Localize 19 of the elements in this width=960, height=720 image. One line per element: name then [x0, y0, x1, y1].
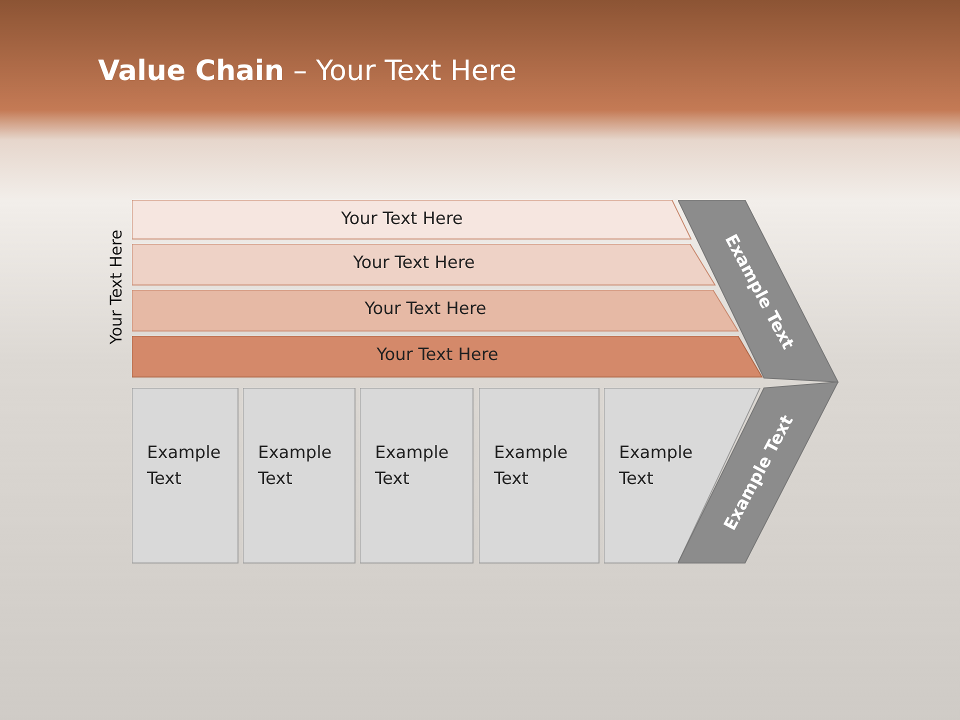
activity-box [479, 388, 600, 564]
box-label: Example Text [147, 442, 222, 491]
activity-box [132, 388, 239, 564]
box-label: Example Text [494, 442, 569, 491]
activity-box [243, 388, 356, 564]
chevron-segment [678, 200, 839, 383]
box-label: Example Text [619, 442, 694, 491]
box-label: Example Text [258, 442, 333, 491]
bar-label: Your Text Here [364, 299, 488, 319]
axis-label: Your Text Here [106, 230, 126, 344]
bar-label: Your Text Here [340, 209, 464, 229]
chain-bar [132, 200, 692, 240]
slide-title: Value Chain – Your Text Here [98, 54, 517, 87]
chain-bar [132, 244, 716, 286]
bar-label: Your Text Here [352, 253, 476, 273]
chain-bar [132, 336, 763, 378]
bar-label: Your Text Here [376, 345, 500, 365]
box-label: Example Text [375, 442, 450, 491]
activity-box [360, 388, 474, 564]
